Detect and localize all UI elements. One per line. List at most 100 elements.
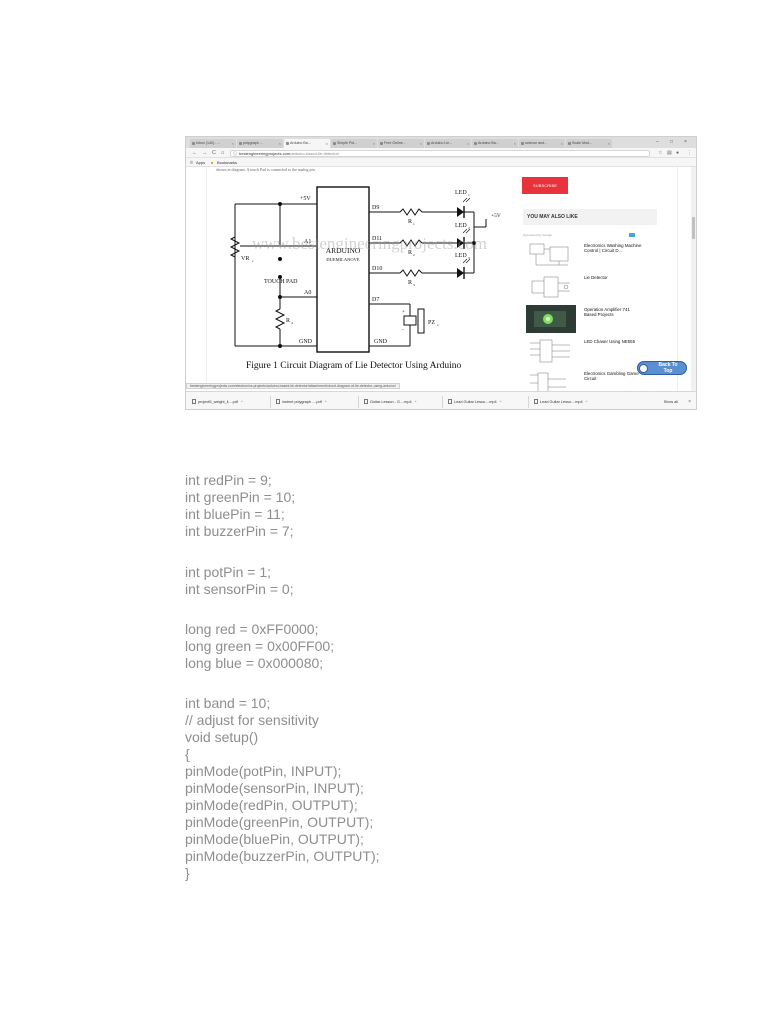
chevron-up-icon[interactable]: ^ [414, 400, 417, 404]
download-item[interactable]: Lead Guitar Lesso....mp4^ [534, 397, 587, 407]
arduino-label: ARDUINO [326, 246, 361, 255]
related-thumbnail [526, 273, 576, 301]
home-icon[interactable]: ⌂ [221, 150, 225, 156]
related-title: Lie Detector [584, 275, 608, 280]
minimize-button[interactable]: – [656, 139, 659, 145]
close-icon[interactable]: × [419, 141, 422, 146]
tab-science[interactable]: science and...× [519, 139, 565, 148]
chevron-up-icon[interactable]: ^ [324, 400, 327, 404]
page-scrollbar[interactable] [691, 167, 696, 391]
close-icon[interactable]: × [466, 141, 469, 146]
related-title: Operation Amplifier 741 Based Projects [584, 307, 630, 318]
close-icon[interactable]: × [372, 141, 375, 146]
reload-button[interactable]: C [212, 150, 216, 156]
tab-label: Inbox (140) - ... [196, 141, 221, 145]
code-line: int greenPin = 10; [185, 489, 296, 505]
show-all-downloads-link[interactable]: Show all [663, 400, 678, 404]
chevron-up-icon[interactable]: ^ [240, 400, 243, 404]
subscribe-button[interactable]: SUBSCRIBE [522, 177, 568, 194]
tab-free-online[interactable]: Free Online... × [378, 139, 424, 148]
address-host: bestengineeringprojects.com [239, 150, 291, 156]
code-line: pinMode(sensorPin, INPUT); [185, 780, 364, 796]
downloads-bar: project5_weight_li....pdf^ instrmt polyg… [186, 391, 696, 409]
page-icon [285, 141, 289, 145]
arrow-up-icon [639, 363, 648, 373]
related-item[interactable]: LED Chaser Using NE555 [523, 337, 657, 367]
code-line: pinMode(redPin, OUTPUT); [185, 797, 358, 813]
code-line: int bluePin = 11; [185, 506, 285, 522]
download-item[interactable]: project5_weight_li....pdf^ [192, 397, 243, 407]
scrollbar-thumb[interactable] [692, 217, 695, 239]
chevron-up-icon[interactable]: ^ [499, 400, 502, 404]
you-may-also-like-heading: YOU MAY ALSO LIKE [523, 209, 657, 225]
code-line: long blue = 0x000080; [185, 655, 324, 671]
forward-button[interactable]: → [202, 150, 208, 156]
tab-arduino-lie[interactable]: Arduino Lie...× [425, 139, 471, 148]
code-line: int band = 10; [185, 695, 271, 711]
close-icon[interactable]: × [231, 141, 234, 146]
code-line: int redPin = 9; [185, 472, 272, 488]
related-item[interactable]: Operation Amplifier 741 Based Projects [523, 305, 657, 335]
figure-caption: Figure 1 Circuit Diagram of Lie Detector… [246, 361, 462, 371]
related-title: Electronics Washing Machine Control | Ci… [584, 243, 642, 254]
related-title: Electronics Gambling Game Circuit [584, 371, 639, 382]
tab-simple-polygraph[interactable]: Simple Pol...× [331, 139, 377, 148]
back-button[interactable]: ← [192, 150, 198, 156]
download-item[interactable]: instrmt polygraph ....pdf^ [276, 397, 326, 407]
page-icon [332, 141, 336, 145]
code-line: long red = 0xFF0000; [185, 621, 319, 637]
bookmarks-link[interactable]: Bookmarks [217, 160, 238, 165]
maximize-button[interactable]: □ [670, 139, 674, 145]
menu-icon[interactable]: ⋮ [687, 149, 692, 156]
divider [358, 396, 359, 408]
close-icon[interactable]: × [560, 141, 563, 146]
back-to-top-button[interactable]: Back To Top [637, 361, 687, 375]
watermark: www.bestengineeringprojects.com [252, 234, 487, 253]
download-item[interactable]: Lead Guitar Lesso....mp4^ [448, 397, 501, 407]
close-icon[interactable]: × [607, 141, 610, 146]
vr1-subscript: 1 [252, 259, 254, 263]
apps-icon[interactable]: ⠿ [190, 160, 193, 165]
pin-d9-label: D9 [372, 205, 379, 211]
pin-a1-label: A1 [304, 239, 311, 245]
extension-icon[interactable]: ▤ [667, 149, 672, 156]
tab-label: Free Online... [384, 141, 406, 145]
video-file-icon [448, 398, 452, 404]
close-icon[interactable]: × [278, 141, 281, 146]
pdf-file-icon [276, 398, 280, 404]
related-item[interactable]: Lie Detector [523, 273, 657, 303]
close-icon[interactable]: × [325, 141, 328, 146]
led3-label: LED [455, 253, 467, 259]
download-filename: Guitar Lesson - G....mp4 [370, 400, 412, 404]
related-item[interactable]: Electronics Washing Machine Control | Ci… [523, 241, 657, 271]
r3-label: R [408, 280, 412, 286]
page-info-icon[interactable]: ⓘ [233, 150, 237, 156]
tab-arduino-based[interactable]: Arduino Ba...× [472, 139, 518, 148]
tab-arduino-lie-detector[interactable]: Arduino Ba...× [284, 139, 330, 148]
arduino-board [316, 186, 370, 353]
window-close-button[interactable]: × [684, 139, 687, 145]
led2-subscript: 2 [468, 226, 470, 230]
pz1-label: PZ [428, 320, 435, 326]
adchoices-icon[interactable] [629, 233, 635, 237]
close-icon[interactable]: × [513, 141, 516, 146]
page-icon [567, 141, 571, 145]
status-url-bubble: bestengineeringprojects.com/electronics-… [186, 383, 400, 389]
close-downloads-button[interactable]: × [688, 399, 691, 405]
page-icon [473, 141, 477, 145]
r2-label: R [408, 250, 412, 256]
download-item[interactable]: Guitar Lesson - G....mp4^ [364, 397, 416, 407]
gmail-icon [191, 141, 195, 145]
apps-link[interactable]: Apps [196, 160, 206, 165]
back-to-top-label: Back To Top [658, 362, 678, 374]
code-line: int buzzerPin = 7; [185, 523, 294, 539]
r3-subscript: 3 [413, 283, 415, 287]
tab-scale-model[interactable]: Scale Mod...× [566, 139, 612, 148]
address-bar[interactable]: ⓘ bestengineeringprojects.com/arduino-ba… [230, 149, 650, 157]
extension-icon[interactable]: ● [676, 149, 680, 156]
tab-polygraph[interactable]: polygraph ...× [237, 139, 283, 148]
tab-gmail-inbox[interactable]: Inbox (140) - ... × [190, 139, 236, 148]
chevron-up-icon[interactable]: ^ [585, 400, 588, 404]
pdf-file-icon [192, 398, 196, 404]
star-icon[interactable]: ☆ [658, 149, 663, 156]
